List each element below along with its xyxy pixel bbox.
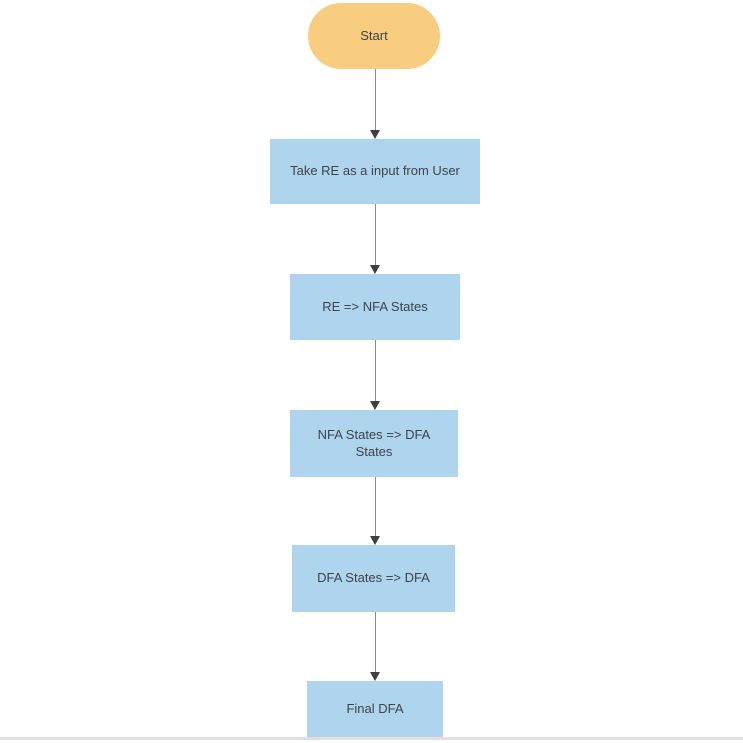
connector-dfa-to-final [369, 612, 382, 681]
node-re-to-nfa[interactable]: RE => NFA States [290, 274, 460, 340]
node-final-dfa[interactable]: Final DFA [307, 681, 443, 737]
connector-start-to-take-input [369, 69, 382, 139]
arrow-line [375, 204, 376, 266]
connector-take-input-to-re-nfa [369, 204, 382, 274]
arrow-line [375, 340, 376, 402]
node-start[interactable]: Start [308, 3, 440, 69]
arrow-line [375, 612, 376, 673]
arrow-head-down-icon [370, 401, 380, 410]
node-nfa-to-dfa-states[interactable]: NFA States => DFA States [290, 410, 458, 477]
connector-re-nfa-to-nfa-dfa [369, 340, 382, 410]
node-take-input-label: Take RE as a input from User [290, 163, 460, 179]
arrow-head-down-icon [370, 265, 380, 274]
connector-nfa-dfa-to-dfa [369, 477, 382, 545]
node-final-dfa-label: Final DFA [346, 700, 404, 716]
node-dfa-states-to-dfa-label: DFA States => DFA [317, 570, 430, 586]
arrow-head-down-icon [370, 130, 380, 139]
arrow-line [375, 477, 376, 537]
arrow-head-down-icon [370, 672, 380, 681]
node-nfa-to-dfa-states-label: NFA States => DFA States [317, 427, 431, 459]
node-start-label: Start [360, 27, 388, 43]
arrow-line [375, 69, 376, 131]
node-re-to-nfa-label: RE => NFA States [322, 298, 428, 314]
node-dfa-states-to-dfa[interactable]: DFA States => DFA [292, 545, 455, 612]
bottom-divider [0, 737, 743, 740]
arrow-head-down-icon [370, 536, 380, 545]
node-take-input[interactable]: Take RE as a input from User [270, 139, 480, 204]
